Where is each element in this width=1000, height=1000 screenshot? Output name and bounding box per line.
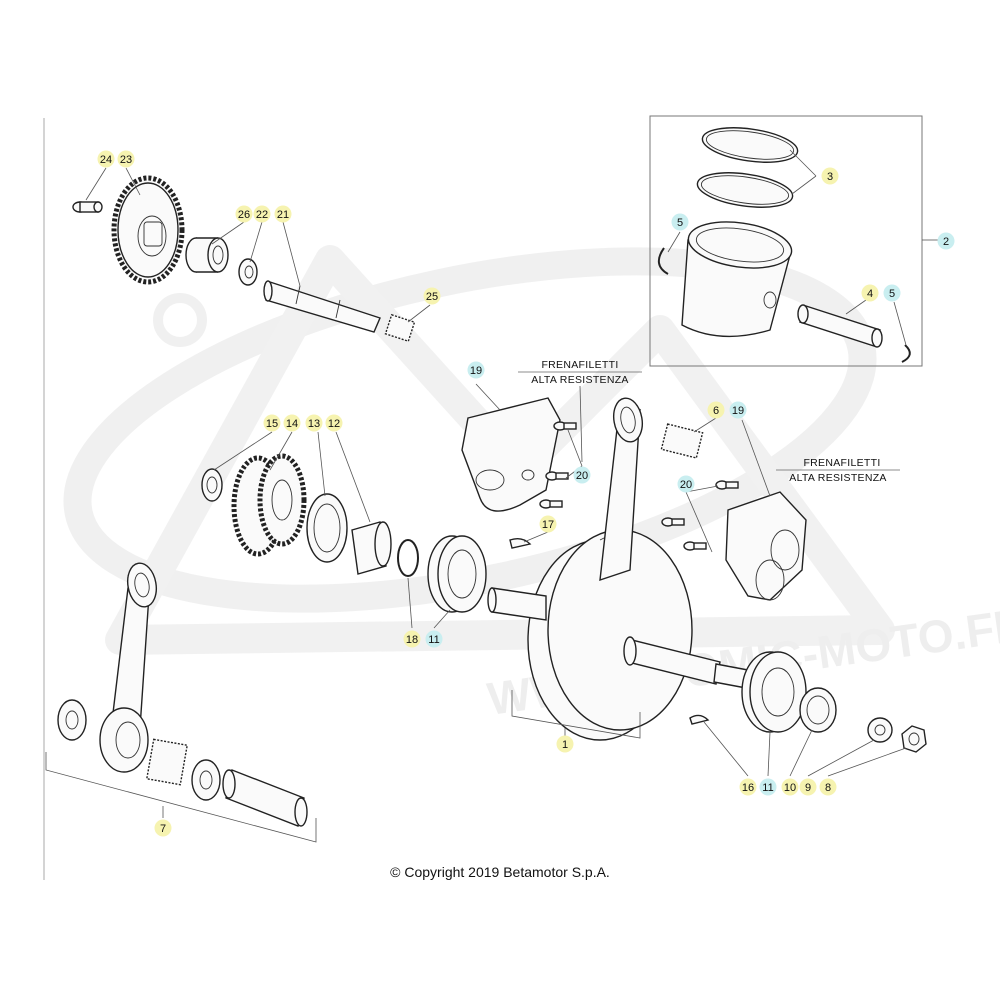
svg-text:FRENAFILETTI: FRENAFILETTI [541,359,618,371]
callout-number: 19 [470,365,482,377]
callout-number: 14 [286,418,298,430]
callout-20: 20 [573,466,591,484]
callout-1: 1 [556,735,574,753]
callout-20: 20 [677,475,695,493]
callout-number: 9 [805,782,811,794]
balance-shaft-group [72,167,431,343]
callout-16: 16 [739,778,757,796]
callout-19: 19 [729,401,747,419]
callout-2: 2 [937,232,955,250]
callout-15: 15 [263,414,281,432]
callout-22: 22 [253,205,271,223]
callout-number: 24 [100,154,112,166]
gear-23-part [111,175,185,285]
copyright-text: © Copyright 2019 Betamotor S.p.A. [390,864,610,880]
callout-number: 15 [266,418,278,430]
callout-number: 5 [677,217,683,229]
callout-number: 20 [680,479,692,491]
callout-24: 24 [97,150,115,168]
shaft-21-part [263,280,381,333]
callout-19: 19 [467,361,485,379]
callout-number: 17 [542,519,554,531]
callout-17: 17 [539,515,557,533]
crankshaft-part [487,397,749,741]
svg-text:FRENAFILETTI: FRENAFILETTI [803,457,880,469]
callout-number: 11 [762,782,773,794]
callout-number: 23 [120,154,132,166]
primary-gear-group [201,431,487,629]
callout-10: 10 [781,778,799,796]
callout-number: 6 [713,405,719,417]
callout-25: 25 [423,287,441,305]
callout-number: 1 [562,739,568,751]
threadlocker-note-2: FRENAFILETTI ALTA RESISTENZA [776,457,900,484]
needle-bearing-25-part [384,313,416,343]
right-side-bearings-group [689,651,927,777]
callout-number: 12 [328,418,340,430]
callout-number: 25 [426,291,438,303]
svg-text:ALTA RESISTENZA: ALTA RESISTENZA [531,374,628,386]
callout-11: 11 [759,778,777,796]
bolt-24-part [72,201,103,213]
bushing-26-part [185,237,229,273]
callout-21: 21 [274,205,292,223]
callout-number: 16 [742,782,754,794]
callout-12: 12 [325,414,343,432]
counterweight-left-part [461,383,583,512]
callout-number: 4 [867,288,873,300]
callout-number: 20 [576,470,588,482]
callout-4: 4 [861,284,879,302]
callout-14: 14 [283,414,301,432]
callout-18: 18 [403,630,421,648]
callout-5: 5 [883,284,901,302]
callout-number: 11 [428,634,439,646]
callout-number: 3 [827,171,833,183]
piston-group [657,127,911,363]
callout-number: 2 [943,236,949,248]
callout-6: 6 [707,401,725,419]
callout-8: 8 [819,778,837,796]
counterweight-right-part [661,419,807,601]
callout-number: 10 [784,782,796,794]
svg-text:ALTA RESISTENZA: ALTA RESISTENZA [789,472,886,484]
callout-26: 26 [235,205,253,223]
callout-number: 7 [160,823,166,835]
conrod-kit-7-part [45,562,317,843]
callout-number: 22 [256,209,268,221]
frame [43,115,938,880]
callout-number: 8 [825,782,831,794]
callout-number: 19 [732,405,744,417]
callout-3: 3 [821,167,839,185]
callout-number: 5 [889,288,895,300]
callout-13: 13 [305,414,323,432]
threadlocker-note-1: FRENAFILETTI ALTA RESISTENZA [518,359,642,463]
callout-5: 5 [671,213,689,231]
washer-22-part [238,258,258,286]
callout-number: 18 [406,634,418,646]
callout-23: 23 [117,150,135,168]
callout-7: 7 [154,819,172,837]
callout-11: 11 [425,630,443,648]
callout-number: 21 [277,209,289,221]
callout-number: 26 [238,209,250,221]
callout-number: 13 [308,418,320,430]
callout-9: 9 [799,778,817,796]
